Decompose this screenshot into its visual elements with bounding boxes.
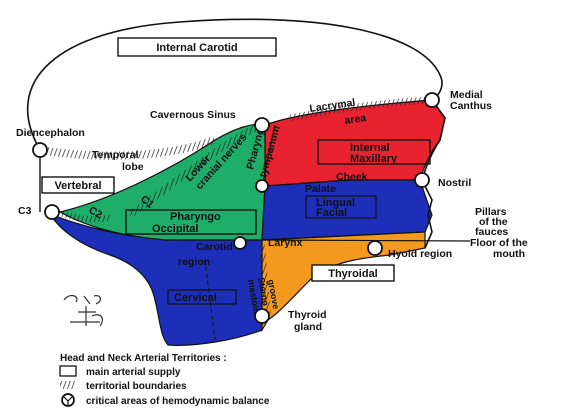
label-nostril: Nostril <box>438 177 471 189</box>
legend-box-symbol <box>60 366 76 376</box>
label-hyoid-region: Hyoid region <box>388 248 452 260</box>
label-internal-maxillary-2: Maxillary <box>350 153 398 165</box>
node-medial-canthus <box>425 93 439 107</box>
legend-title: Head and Neck Arterial Territories : <box>60 353 227 364</box>
node-c3 <box>45 205 59 219</box>
legend-item-critical-areas: critical areas of hemodynamic balance <box>86 396 270 407</box>
label-internal-carotid: Internal Carotid <box>156 42 237 54</box>
label-temporal: Temporal <box>92 149 139 161</box>
label-larynx: Larynx <box>268 237 303 249</box>
label-diencephalon: Diencephalon <box>16 127 85 139</box>
label-facial: Facial <box>316 207 347 219</box>
label-carotid: Carotid <box>196 241 233 253</box>
label-region: region <box>178 256 210 268</box>
label-pharyngo-occipital-1: Pharyngo <box>170 211 221 223</box>
label-cheek: Cheek <box>336 171 368 183</box>
label-cavernous-sinus: Cavernous Sinus <box>150 109 236 121</box>
label-palate: Palate <box>305 183 336 195</box>
node-cavernous-sinus <box>255 118 269 132</box>
label-mouth: mouth <box>493 248 525 260</box>
label-pharyngo-occipital-2: Occipital <box>152 223 198 235</box>
node-cheek <box>256 180 268 192</box>
label-cervical: Cervical <box>174 292 217 304</box>
legend-item-main-supply: main arterial supply <box>86 367 181 378</box>
label-gland: gland <box>294 321 322 333</box>
node-diencephalon <box>33 143 47 157</box>
author-signature <box>64 296 102 326</box>
label-lobe: lobe <box>122 161 144 173</box>
label-thyroidal: Thyroidal <box>328 268 378 280</box>
label-canthus: Canthus <box>450 100 492 112</box>
node-nostril <box>415 173 429 187</box>
label-c3: C3 <box>18 205 32 217</box>
legend-item-boundaries: territorial boundaries <box>86 381 187 392</box>
node-carotid <box>234 237 246 249</box>
legend-hatch-symbol <box>60 381 76 389</box>
node-hyoid <box>368 241 382 255</box>
node-thyroid-gland <box>255 309 269 323</box>
label-thyroid: Thyroid <box>288 309 327 321</box>
label-vertebral: Vertebral <box>54 180 101 192</box>
